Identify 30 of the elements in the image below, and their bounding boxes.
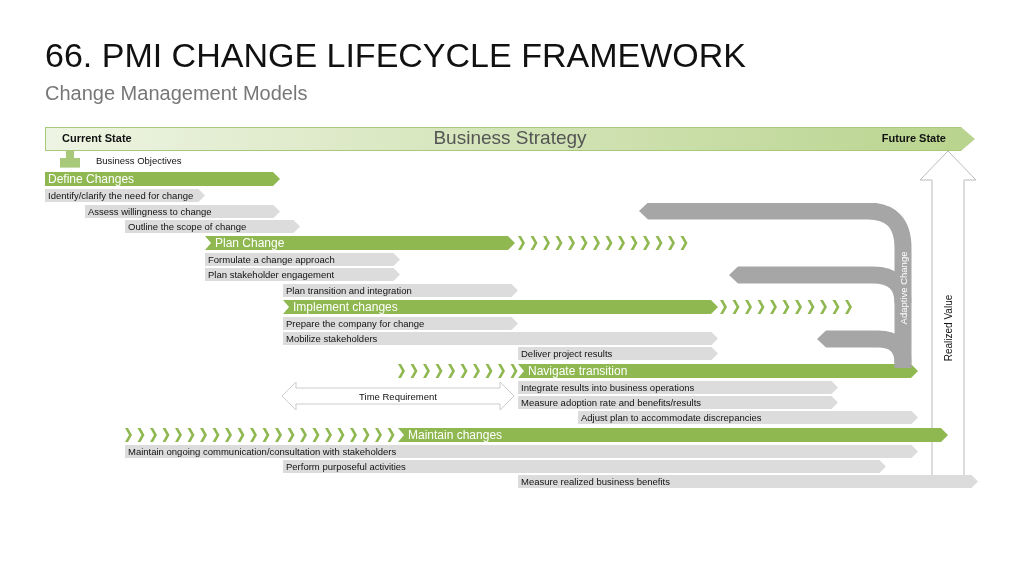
state-label: Current State xyxy=(62,132,132,144)
strategy-label: Business Strategy xyxy=(433,127,587,149)
task-bar: Measure adoption rate and benefits/results xyxy=(518,396,838,409)
strategy-banner xyxy=(45,127,975,151)
task-bar: Maintain ongoing communication/consultation with stakeholders xyxy=(125,445,918,458)
band-label: Adaptive Change xyxy=(897,251,909,325)
task-bar: Measure realized business benefits xyxy=(518,475,978,488)
task-bar: Assess willingness to change xyxy=(85,205,280,218)
task-bar: Adjust plan to accommodate discrepancies xyxy=(578,411,918,424)
task-bar: Formulate a change approach xyxy=(205,253,400,266)
task-bar: Plan transition and integration xyxy=(283,284,518,297)
task-bar: Plan stakeholder engagement xyxy=(205,268,400,281)
task-bar: Deliver project results xyxy=(518,347,718,360)
phase-bar: Plan Change xyxy=(205,236,515,250)
arrow xyxy=(59,151,81,168)
task-bar: Integrate results into business operations xyxy=(518,381,838,394)
task-bar: Mobilize stakeholders xyxy=(283,332,718,345)
edge-label: Business Objectives xyxy=(96,155,182,166)
task-bar: Identify/clarify the need for change xyxy=(45,189,205,202)
state-label: Future State xyxy=(881,132,946,144)
phase-bar: Define Changes xyxy=(45,172,280,186)
phase-bar: Implement changes xyxy=(283,300,718,314)
task-bar: Prepare the company for change xyxy=(283,317,518,330)
task-bar: Perform purposeful activities xyxy=(283,460,886,473)
task-bar: Outline the scope of change xyxy=(125,220,300,233)
arrow-label: Time Requirement xyxy=(359,390,437,402)
arrow-label: Realized Value xyxy=(942,294,954,362)
subtitle: Change Management Models xyxy=(45,82,308,105)
slide-title: 66. PMI CHANGE LIFECYCLE FRAMEWORK xyxy=(45,36,746,75)
phase-bar: Maintain changes xyxy=(398,428,948,442)
